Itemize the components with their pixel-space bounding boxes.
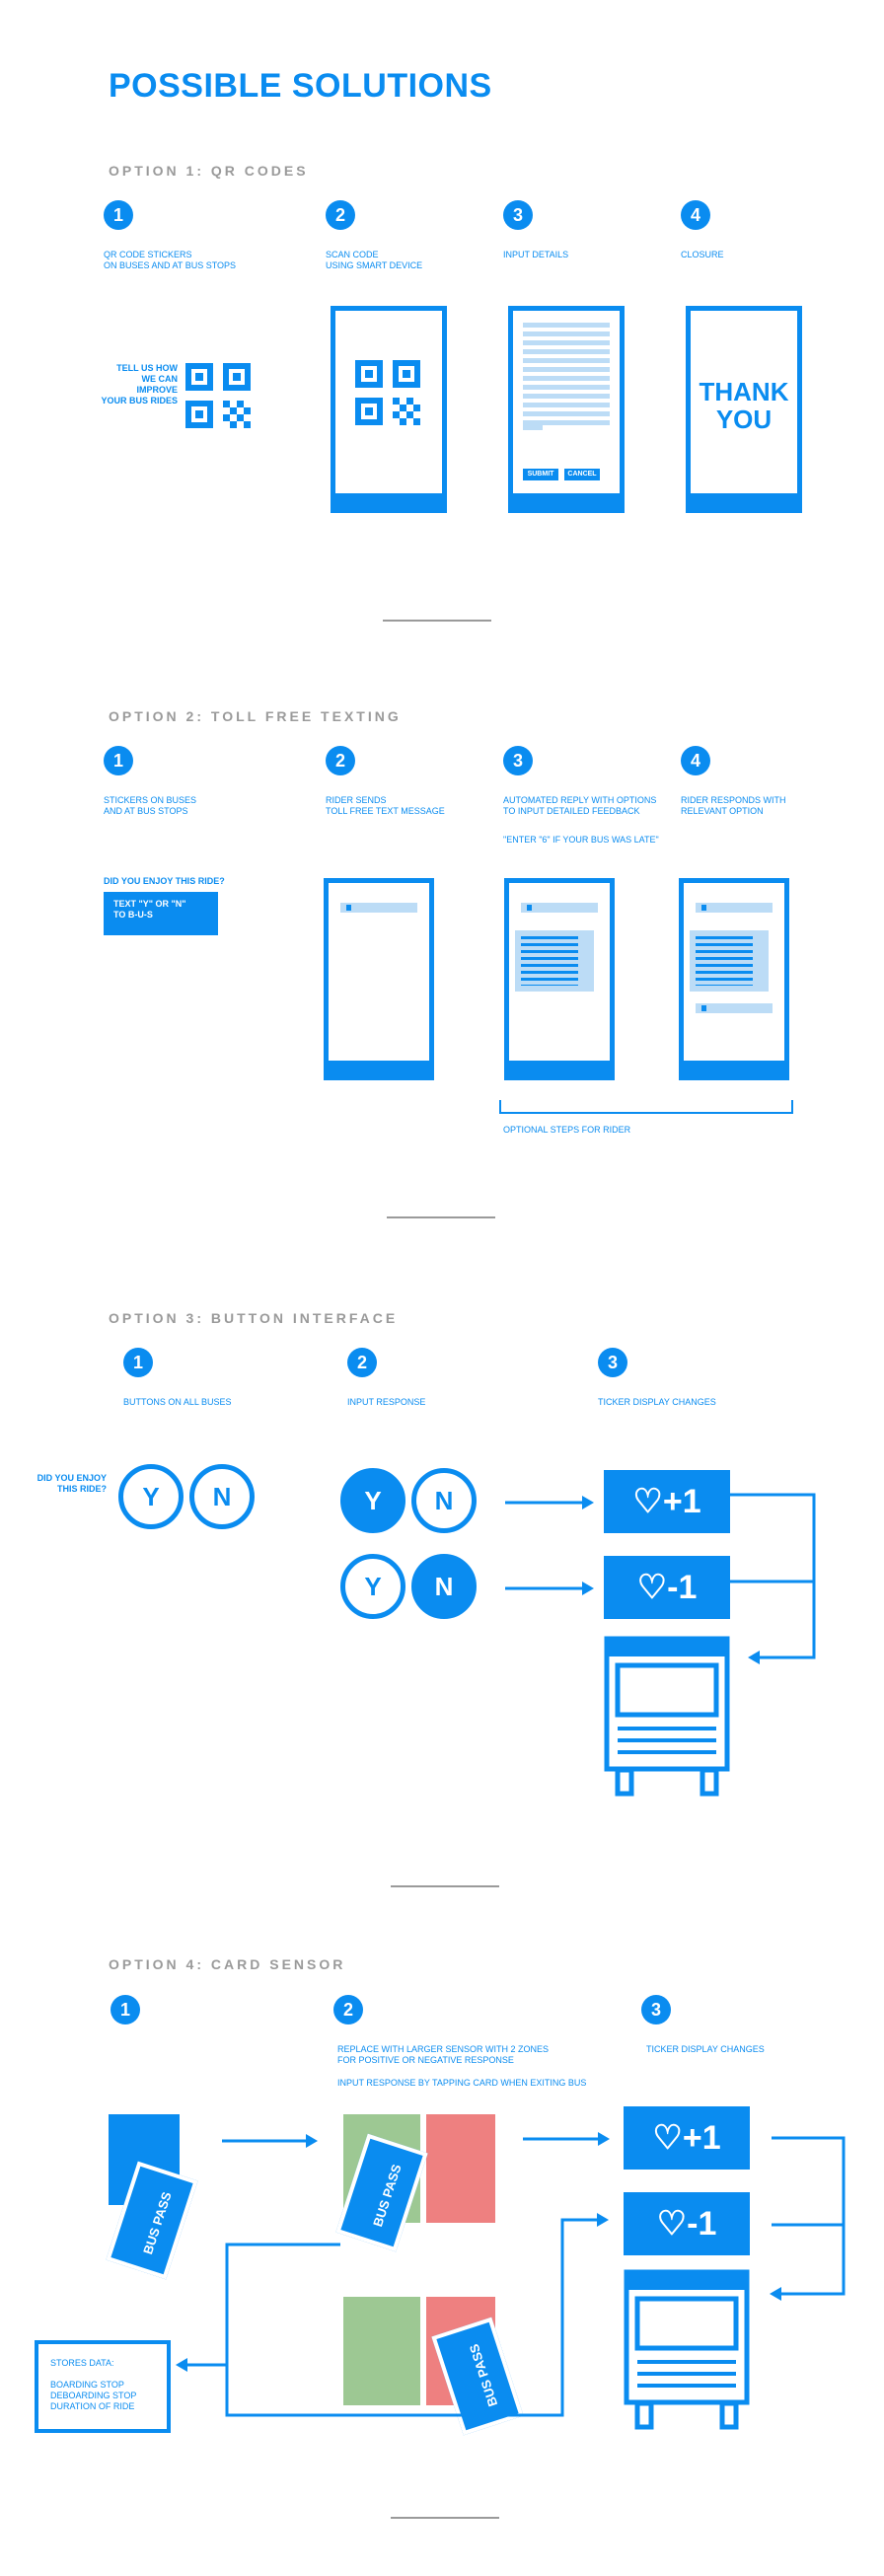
option2-question: DID YOU ENJOY THIS RIDE? — [104, 876, 225, 886]
option1-step4-caption: CLOSURE — [681, 250, 724, 259]
qr-code-icon — [185, 363, 251, 428]
option2-phone-reply — [504, 878, 615, 1080]
message-bubble — [696, 903, 773, 913]
option4-heading: OPTION 4: CARD SENSOR — [109, 1956, 346, 1972]
option3-heading: OPTION 3: BUTTON INTERFACE — [109, 1310, 399, 1326]
section-divider — [391, 1885, 499, 1887]
option2-example-note: "ENTER "6" IF YOUR BUS WAS LATE" — [503, 835, 659, 845]
option2-step4-number: 4 — [681, 746, 710, 775]
option1-step1-caption: QR CODE STICKERS ON BUSES AND AT BUS STO… — [104, 250, 237, 270]
ticker-negative: ♡-1 — [604, 1556, 730, 1619]
message-bubble — [340, 903, 417, 913]
optional-steps-bracket — [499, 1100, 793, 1114]
yes-button-pressed[interactable]: Y — [340, 1468, 405, 1533]
page-title: POSSIBLE SOLUTIONS — [109, 67, 492, 105]
option1-step2-caption: SCAN CODE USING SMART DEVICE — [326, 250, 423, 270]
option3-flow-arrows — [505, 1493, 816, 1664]
no-button[interactable]: N — [189, 1464, 255, 1529]
option3-step1-number: 1 — [123, 1348, 153, 1377]
option4-step1-number: 1 — [110, 1995, 140, 2024]
section-divider — [391, 2517, 499, 2519]
option1-step2-number: 2 — [326, 200, 355, 230]
stores-data-title: STORES DATA: — [50, 2358, 114, 2368]
ticker-positive: ♡+1 — [624, 2106, 750, 2170]
bus-front-icon — [624, 2269, 750, 2430]
text-instruction-box: TEXT "Y" OR "N" TO B-U-S — [104, 892, 218, 935]
reply-bubble — [515, 930, 594, 992]
option1-step3-caption: INPUT DETAILS — [503, 250, 569, 259]
option3-step3-number: 3 — [598, 1348, 627, 1377]
option3-question: DID YOU ENJOY THIS RIDE? — [37, 1473, 107, 1494]
option1-phone-form: SUBMIT CANCEL — [508, 306, 625, 513]
reply-bubble — [690, 930, 769, 992]
option3-step1-caption: BUTTONS ON ALL BUSES — [123, 1397, 232, 1407]
option1-phone-closure: THANK YOU — [686, 306, 802, 513]
option2-step1-number: 1 — [104, 746, 133, 775]
option2-step2-number: 2 — [326, 746, 355, 775]
qr-code-icon — [355, 360, 420, 425]
option2-phone-send — [324, 878, 434, 1080]
positive-zone[interactable] — [343, 2297, 420, 2405]
option2-phone-respond — [679, 878, 789, 1080]
stores-data-box: STORES DATA: BOARDING STOP DEBOARDING ST… — [35, 2340, 171, 2433]
option3-step2-caption: INPUT RESPONSE — [347, 1397, 426, 1407]
option4-step2-subcaption: INPUT RESPONSE BY TAPPING CARD WHEN EXIT… — [337, 2078, 587, 2088]
message-bubble — [696, 1003, 773, 1013]
ticker-negative: ♡-1 — [624, 2192, 750, 2255]
section-divider — [387, 1216, 495, 1218]
option4-step3-number: 3 — [641, 1995, 671, 2024]
option3-step2-number: 2 — [347, 1348, 377, 1377]
option2-step1-caption: STICKERS ON BUSES AND AT BUS STOPS — [104, 795, 197, 816]
message-bubble — [521, 903, 598, 913]
yes-button[interactable]: Y — [340, 1554, 405, 1619]
ticker-positive: ♡+1 — [604, 1470, 730, 1533]
no-button[interactable]: N — [411, 1468, 477, 1533]
no-button-pressed[interactable]: N — [411, 1554, 477, 1619]
optional-steps-label: OPTIONAL STEPS FOR RIDER — [503, 1125, 631, 1135]
option4-step3-caption: TICKER DISPLAY CHANGES — [646, 2044, 765, 2054]
option1-step1-number: 1 — [104, 200, 133, 230]
form-fields — [523, 323, 610, 425]
stores-data-items: BOARDING STOP DEBOARDING STOP DURATION O… — [50, 2380, 137, 2411]
option4-step2-number: 2 — [333, 1995, 363, 2024]
bus-front-icon — [604, 1636, 730, 1797]
option4-step2-caption: REPLACE WITH LARGER SENSOR WITH 2 ZONES … — [337, 2044, 550, 2065]
option2-step4-caption: RIDER RESPONDS WITH RELEVANT OPTION — [681, 795, 786, 816]
option1-heading: OPTION 1: QR CODES — [109, 163, 309, 179]
thank-you-text: THANK YOU — [699, 377, 789, 434]
option1-step3-number: 3 — [503, 200, 533, 230]
qr-sticker-text: TELL US HOW WE CAN IMPROVE YOUR BUS RIDE… — [101, 363, 178, 405]
section-divider — [383, 620, 491, 622]
yes-button[interactable]: Y — [118, 1464, 184, 1529]
option2-step3-caption: AUTOMATED REPLY WITH OPTIONS TO INPUT DE… — [503, 795, 657, 816]
option2-heading: OPTION 2: TOLL FREE TEXTING — [109, 708, 402, 724]
negative-zone[interactable] — [426, 2114, 495, 2223]
cancel-button[interactable]: CANCEL — [564, 469, 600, 480]
option2-step2-caption: RIDER SENDS TOLL FREE TEXT MESSAGE — [326, 795, 445, 816]
submit-button[interactable]: SUBMIT — [523, 469, 558, 480]
option3-step3-caption: TICKER DISPLAY CHANGES — [598, 1397, 716, 1407]
option1-step4-number: 4 — [681, 200, 710, 230]
option1-phone-scan — [331, 306, 447, 513]
option2-step3-number: 3 — [503, 746, 533, 775]
option4-flow-arrows — [176, 2132, 846, 2417]
